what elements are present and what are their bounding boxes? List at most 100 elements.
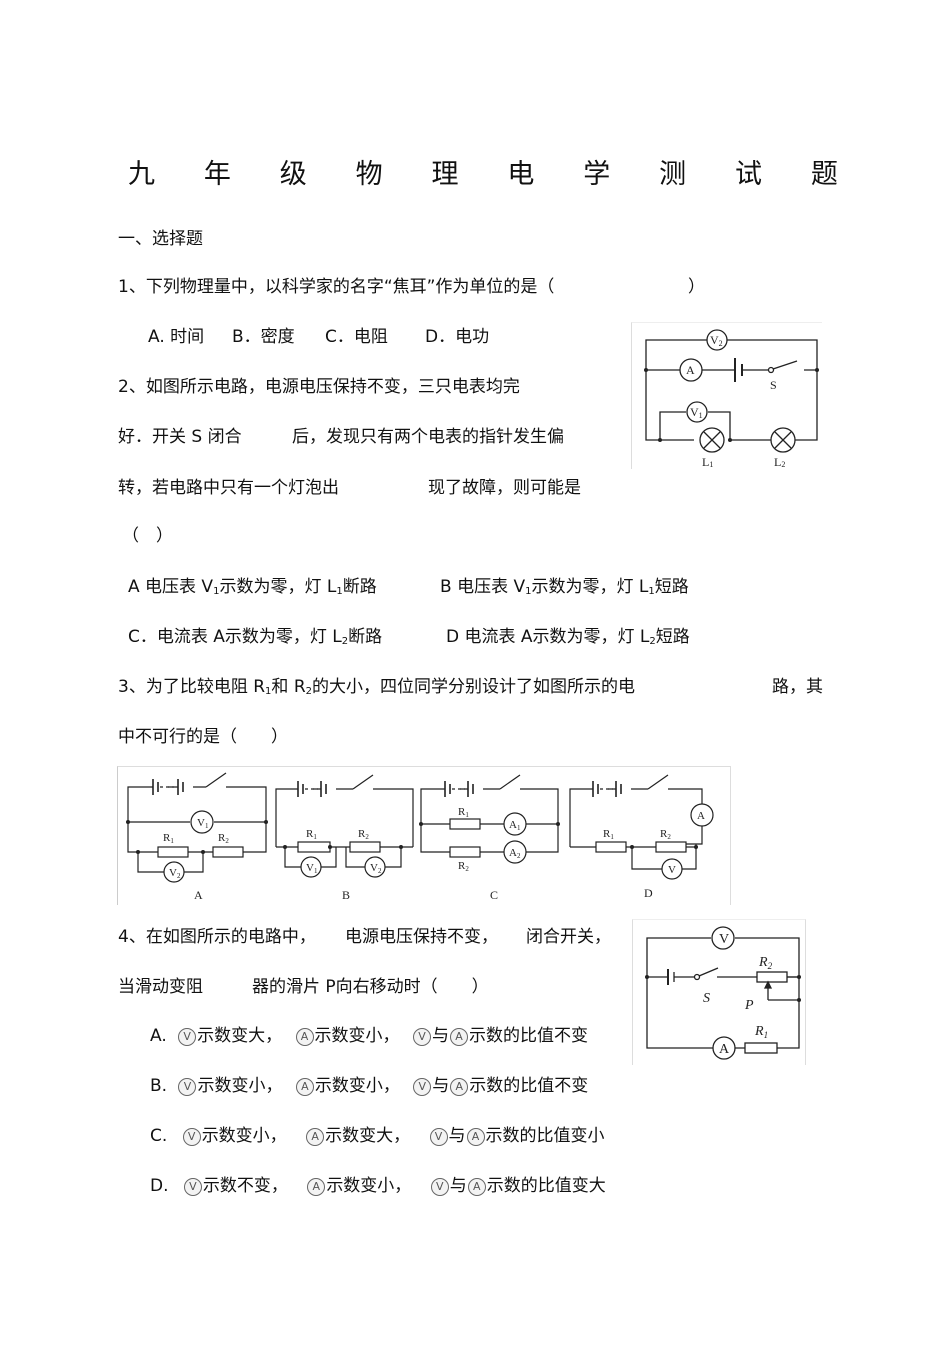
svg-text:R1: R1 (603, 828, 614, 841)
title-char: 九 (128, 159, 155, 190)
q1-option-d: D．电功 (425, 327, 490, 347)
q4-line2a: 当滑动变阻 (118, 977, 203, 997)
svg-text:R1: R1 (306, 828, 317, 841)
ammeter-icon: A (295, 1078, 314, 1096)
label-s: S (770, 378, 777, 392)
q2-option-d: D 电流表 A示数为零，灯 L2短路 (446, 626, 690, 653)
option-text: 示数不变， (202, 1176, 288, 1196)
q3-circuits-figure: V1 R1 R2 V2 R1 R2 V1 V2 R1 A1 A2 R2 A R1… (117, 766, 731, 905)
svg-text:S: S (703, 991, 710, 1006)
subscript: 1 (525, 586, 532, 597)
subscript: 1 (213, 586, 220, 597)
q2-option-a-text: 断路 (342, 577, 377, 597)
label-l1: L1 (702, 455, 713, 469)
q2-line3a: 转，若电路中只有一个灯泡出 (118, 478, 339, 498)
q2-line2a: 好．开关 S 闭合 (118, 427, 242, 447)
circuit-label-a: A (194, 888, 203, 902)
title-char: 题 (810, 159, 838, 190)
title-char: 学 (583, 159, 611, 190)
svg-text:P: P (744, 998, 754, 1013)
option-letter: B. (150, 1076, 168, 1096)
svg-text:R2: R2 (660, 828, 671, 841)
q2-option-a-text: A 电压表 V (128, 577, 214, 597)
q2-option-d-text: D 电流表 A示数为零，灯 L (446, 627, 650, 647)
q1-option-c: C．电阻 (325, 327, 388, 347)
ammeter-icon: A (466, 1128, 485, 1146)
subscript: 2 (305, 686, 313, 697)
svg-text:R2: R2 (758, 955, 773, 971)
q2-option-c-text: 断路 (348, 627, 383, 647)
svg-text:A2: A2 (509, 847, 521, 860)
q3-text: 的大小，四位同学分别设计了如图所示的电 (312, 677, 636, 697)
q2-option-b-text: 示数为零，灯 L (531, 577, 649, 597)
option-text: 示数变小， (326, 1176, 412, 1196)
q2-option-b: B 电压表 V1示数为零，灯 L1短路 (440, 576, 689, 603)
option-text: 与 (431, 1026, 449, 1046)
q2-line3b: 现了故障，则可能是 (428, 478, 581, 498)
subscript: 1 (336, 586, 343, 597)
svg-text:A: A (719, 1042, 730, 1057)
q2-line1: 2、如图所示电路，电源电压保持不变，三只电表均完 (118, 377, 520, 397)
ammeter-icon: A (450, 1078, 469, 1096)
circuit-label-b: B (342, 888, 350, 902)
svg-text:A1: A1 (509, 819, 521, 832)
q4-line1c: 闭合开关， (526, 927, 611, 947)
title-char: 试 (735, 159, 762, 190)
voltmeter-icon: V (430, 1178, 449, 1196)
svg-text:R2: R2 (218, 832, 229, 845)
option-text: 与 (449, 1176, 467, 1196)
title-char: 电 (507, 159, 535, 190)
svg-text:R1: R1 (163, 832, 174, 845)
q3-text: 和 R (271, 677, 306, 697)
q2-option-c-text: C．电流表 A示数为零，灯 L (128, 627, 342, 647)
option-text: 示数变小， (197, 1076, 283, 1096)
q2-circuit-figure: V2 A S V1 L1 L2 (631, 322, 822, 469)
q2-paren: （ ） (122, 526, 173, 546)
svg-text:V: V (668, 864, 676, 876)
ammeter-icon: A (306, 1128, 325, 1146)
option-text: 与 (432, 1076, 450, 1096)
svg-text:R2: R2 (458, 860, 469, 873)
svg-text:V2: V2 (169, 867, 181, 880)
q2-option-b-text: 短路 (654, 577, 689, 597)
q4-line1b: 电源电压保持不变， (345, 927, 498, 947)
q3-line1-end: 路，其 (772, 677, 823, 697)
ammeter-icon: A (307, 1178, 326, 1196)
voltmeter-icon: V (412, 1028, 431, 1046)
title-char: 级 (279, 159, 307, 190)
ammeter-icon: A (295, 1028, 314, 1046)
option-text: 与 (448, 1126, 466, 1146)
option-text: 示数的比值变大 (486, 1176, 606, 1196)
q4-line1a: 4、在如图所示的电路中， (118, 927, 316, 947)
q3-text: 3、为了比较电阻 R (118, 677, 266, 697)
ammeter-icon: A (467, 1178, 486, 1196)
option-text: 示数的比值变小 (485, 1126, 605, 1146)
q2-option-c: C．电流表 A示数为零，灯 L2断路 (128, 626, 382, 653)
label-a: A (686, 363, 695, 377)
title-char: 测 (659, 159, 687, 190)
option-text: 示数的比值不变 (469, 1076, 589, 1096)
svg-text:R1: R1 (458, 806, 469, 819)
q4-circuit-figure: V S P R2 R1 A (632, 919, 806, 1065)
q2-option-a-text: 示数为零，灯 L (219, 577, 337, 597)
q1-stem: 1、下列物理量中，以科学家的名字“焦耳”作为单位的是（ (118, 277, 555, 297)
title-char: 年 (203, 159, 231, 190)
q1-option-b: B．密度 (232, 327, 295, 347)
voltmeter-icon: V (182, 1128, 201, 1146)
title-char: 物 (355, 159, 383, 190)
q2-option-b-text: B 电压表 V (440, 577, 526, 597)
q3-line2: 中不可行的是（ ） (118, 727, 288, 747)
q4-line2b: 器的滑片 P向右移动时（ ） (252, 977, 489, 997)
option-letter: D. (150, 1176, 169, 1196)
q1-option-a: A. 时间 (148, 327, 205, 347)
subscript: 2 (341, 636, 349, 647)
svg-text:V: V (719, 932, 729, 947)
circuit-label-d: D (644, 886, 653, 900)
ammeter-icon: A (449, 1028, 468, 1046)
option-letter: C. (150, 1126, 168, 1146)
subscript: 1 (265, 686, 272, 697)
